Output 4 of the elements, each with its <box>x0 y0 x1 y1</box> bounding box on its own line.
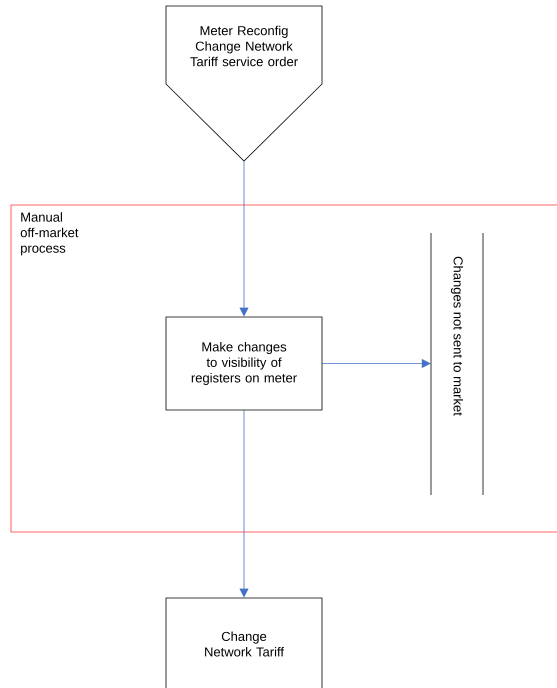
off-page-connector: Meter Reconfig Change Network Tariff service order <box>166 6 322 162</box>
process-box: Make changes to visibility of registers on meter <box>166 316 322 410</box>
process-box: Change Network Tariff <box>166 598 322 688</box>
data-store: Changes not sent to market <box>430 232 484 496</box>
